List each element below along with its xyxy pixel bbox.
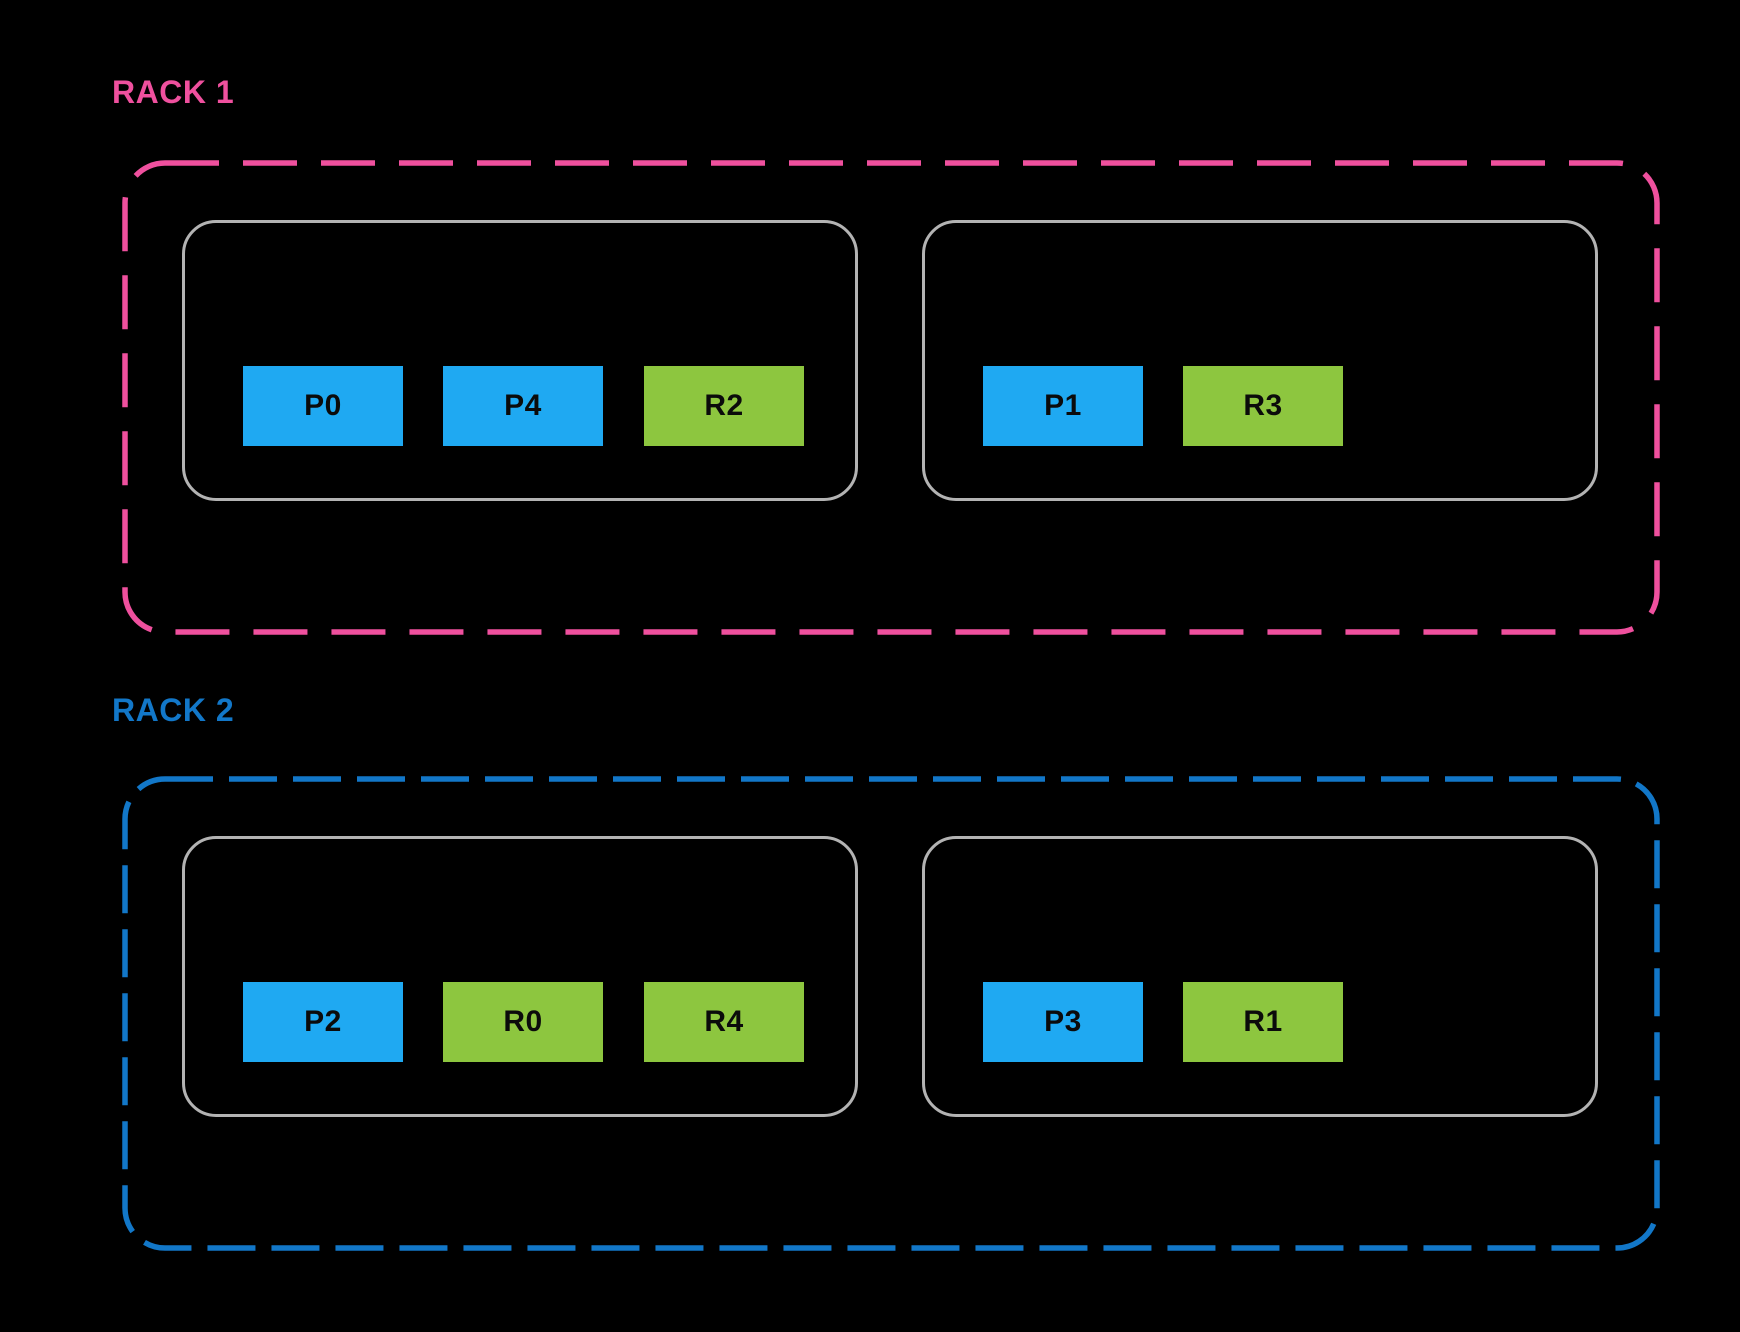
rack2-host2: P3 R1: [922, 836, 1598, 1117]
rack2-dashed-border: [122, 776, 1660, 1251]
slot-r0: R0: [443, 982, 603, 1062]
rack1-container: P0 P4 R2 P1 R3: [122, 160, 1660, 635]
slot-p2: P2: [243, 982, 403, 1062]
rack1-host2: P1 R3: [922, 220, 1598, 501]
slot-r1: R1: [1183, 982, 1343, 1062]
rack2-label: RACK 2: [112, 692, 235, 728]
slot-r2: R2: [644, 366, 804, 446]
rack1-host1: P0 P4 R2: [182, 220, 858, 501]
rack2-dashed-border-rect: [122, 776, 1660, 1251]
slot-p0: P0: [243, 366, 403, 446]
rack2-host1: P2 R0 R4: [182, 836, 858, 1117]
rack1-dashed-border-rect: [122, 160, 1660, 635]
rack2-container: P2 R0 R4 P3 R1: [122, 776, 1660, 1251]
slot-r3: R3: [1183, 366, 1343, 446]
slot-p1: P1: [983, 366, 1143, 446]
slot-p4: P4: [443, 366, 603, 446]
slot-p3: P3: [983, 982, 1143, 1062]
slot-r4: R4: [644, 982, 804, 1062]
rack1-dashed-border: [122, 160, 1660, 635]
rack1-label: RACK 1: [112, 74, 235, 110]
